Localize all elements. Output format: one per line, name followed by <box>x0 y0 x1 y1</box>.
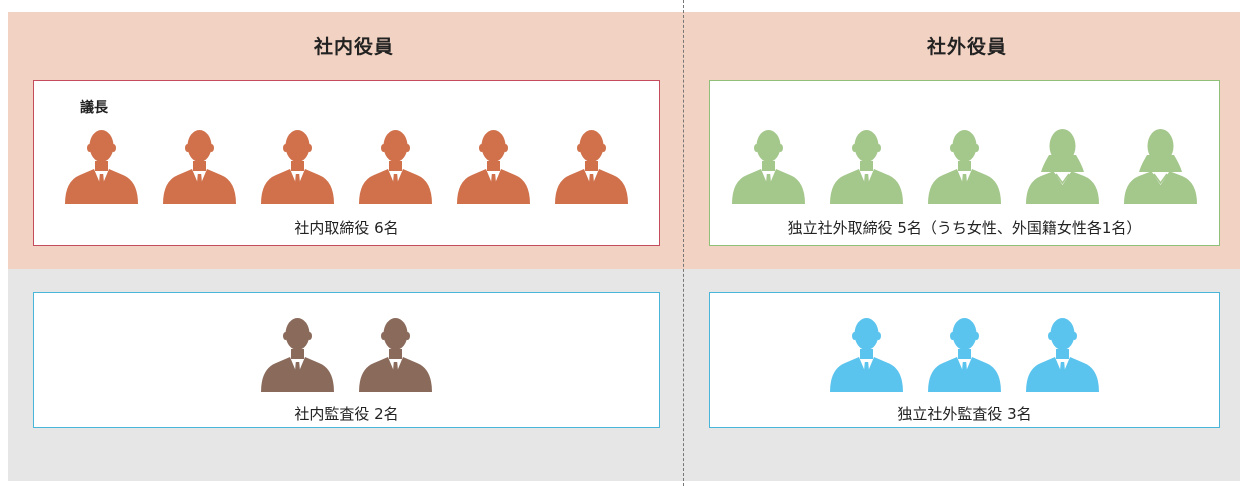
female-person-icon <box>1123 125 1198 205</box>
internal-auditors-figures <box>34 313 659 393</box>
male-person-icon <box>162 125 237 205</box>
external-directors-label: 独立社外取締役 5名（うち女性、外国籍女性各1名） <box>787 219 1142 237</box>
male-person-icon <box>829 313 904 393</box>
internal-auditors-panel: 社内監査役 2名 <box>33 292 660 428</box>
male-person-icon <box>64 125 139 205</box>
internal-auditors-label: 社内監査役 2名 <box>294 405 399 423</box>
section-divider <box>683 0 684 486</box>
internal-directors-label: 社内取締役 6名 <box>294 219 399 237</box>
male-person-icon <box>260 313 335 393</box>
male-person-icon <box>927 313 1002 393</box>
male-person-icon <box>358 313 433 393</box>
external-officers-heading: 社外役員 <box>926 36 1007 58</box>
male-person-icon <box>260 125 335 205</box>
external-directors-panel: 独立社外取締役 5名（うち女性、外国籍女性各1名） <box>709 80 1220 246</box>
external-auditors-figures <box>710 313 1219 393</box>
male-person-icon <box>829 125 904 205</box>
male-person-icon <box>456 125 531 205</box>
male-person-icon <box>358 125 433 205</box>
male-person-icon <box>554 125 629 205</box>
male-person-icon <box>731 125 806 205</box>
external-auditors-label: 独立社外監査役 3名 <box>897 405 1032 423</box>
male-person-icon <box>927 125 1002 205</box>
internal-officers-heading: 社内役員 <box>313 36 394 58</box>
chairman-label: 議長 <box>80 100 108 116</box>
external-directors-figures <box>710 125 1219 205</box>
female-person-icon <box>1025 125 1100 205</box>
male-person-icon <box>1025 313 1100 393</box>
external-auditors-panel: 独立社外監査役 3名 <box>709 292 1220 428</box>
internal-directors-figures <box>34 125 659 205</box>
internal-directors-panel: 議長 社内取締役 6名 <box>33 80 660 246</box>
